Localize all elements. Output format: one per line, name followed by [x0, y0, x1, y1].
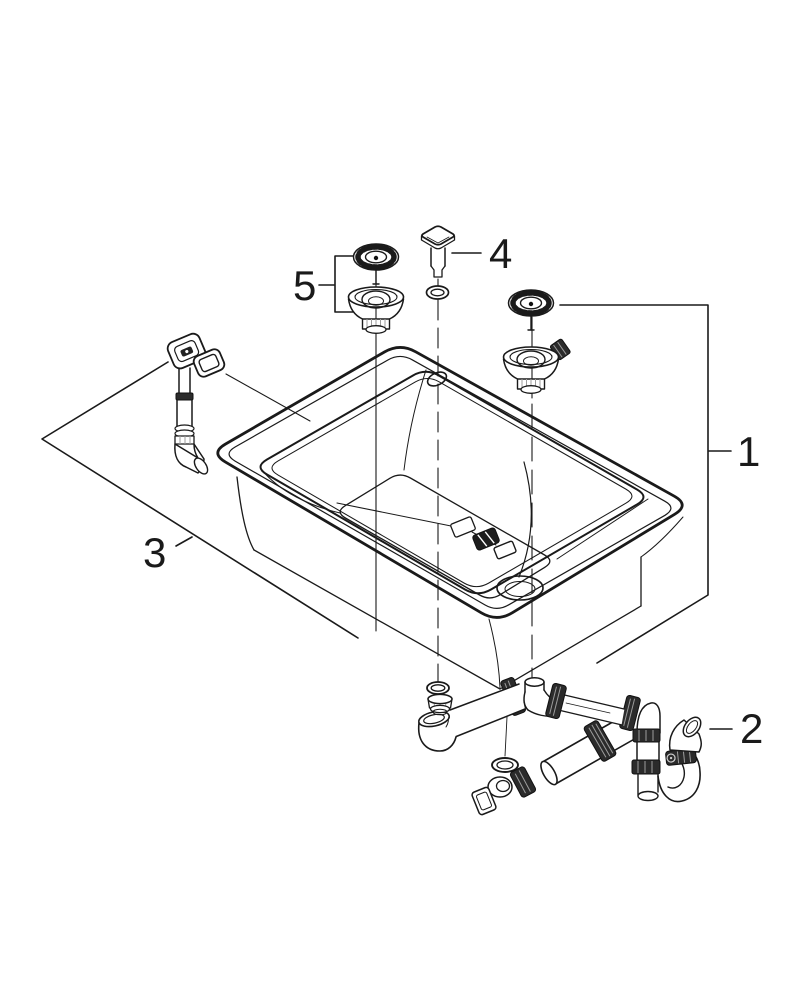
outlet-pipe-open-end: [540, 760, 558, 786]
sink-bowl-floor: [339, 474, 551, 599]
callout-3-bracket: [41, 361, 359, 639]
sink-rim-outer: [216, 346, 684, 619]
coupling-nut: [509, 766, 537, 798]
sink-shell: [236, 476, 684, 690]
knob-stem: [430, 247, 446, 278]
strainer-assembly-right: [502, 290, 571, 395]
overflow-leader-line-inner: [336, 502, 457, 528]
sink-basin: [216, 346, 684, 690]
coupling-nut: [631, 759, 661, 775]
callout-4-label: 4: [489, 230, 512, 277]
overflow-gasket: [192, 348, 226, 378]
drain-pipework: [417, 677, 702, 816]
callout-labels: 1 2 3 4 5: [143, 230, 763, 752]
callout-1-label: 1: [737, 428, 760, 475]
assembly-centerlines: [375, 269, 533, 683]
o-ring: [425, 285, 450, 300]
callout-3-label: 3: [143, 529, 166, 576]
callout-5-bracket: [334, 255, 354, 313]
o-ring: [491, 757, 519, 773]
callout-brackets: [41, 252, 733, 730]
remote-actuator-knob: [420, 225, 456, 300]
callout-2-label: 2: [740, 705, 763, 752]
overflow-telescopic-pipe: [174, 367, 195, 445]
trap-bottom-cap: [637, 790, 659, 802]
tee-to-trap-pipe: [553, 692, 625, 726]
strainer-waste-body: [502, 346, 560, 395]
sink-drain-hole-inner: [504, 581, 536, 597]
trap-u-bend: [619, 694, 702, 803]
overflow-inner-cover: [472, 527, 500, 551]
overflow-pipe-assembly: [166, 332, 226, 475]
coupling-nut: [632, 728, 661, 743]
sink-wall-edge-rear: [518, 461, 532, 578]
coupling-nut: [583, 720, 617, 762]
sink-drain-hole: [496, 575, 544, 601]
overflow-interior-parts: [225, 373, 517, 560]
callout-1-bracket: [559, 304, 709, 664]
sink-rim-inner: [228, 355, 672, 609]
strainer-assembly-left: [347, 244, 405, 335]
overflow-leader-line: [225, 373, 311, 422]
overflow-slot: [450, 516, 476, 538]
trap-inlet-elbow: [636, 702, 661, 734]
strainer-basket-icon: [354, 244, 399, 284]
trap-outlet-elbow: [668, 716, 702, 753]
knob-cap: [421, 225, 455, 246]
hose-connector-flange: [471, 786, 497, 816]
connector-leader-line: [504, 716, 508, 757]
callout-3-tick: [175, 536, 193, 547]
o-ring: [426, 681, 450, 695]
tee-open-top: [524, 677, 545, 687]
sink-wall-edge-back: [403, 369, 427, 471]
overflow-inner-plate: [493, 540, 517, 560]
elbow-to-tee-pipe: [449, 683, 526, 738]
coupling-nut: [619, 694, 641, 732]
sink-wall-edge-right: [556, 498, 649, 560]
strainer-basket-icon: [509, 290, 554, 330]
overflow-elbow: [174, 443, 209, 475]
sink-bowl-opening-inner: [271, 377, 633, 588]
hose-connector-group: [471, 716, 537, 816]
callout-5-label: 5: [293, 262, 316, 309]
sink-wall-edge-left: [261, 469, 341, 514]
faucet-hole: [426, 371, 448, 387]
tailpiece-nut: [427, 693, 453, 716]
coupling-nut: [545, 682, 567, 720]
drain-inlet-elbow: [417, 710, 457, 752]
